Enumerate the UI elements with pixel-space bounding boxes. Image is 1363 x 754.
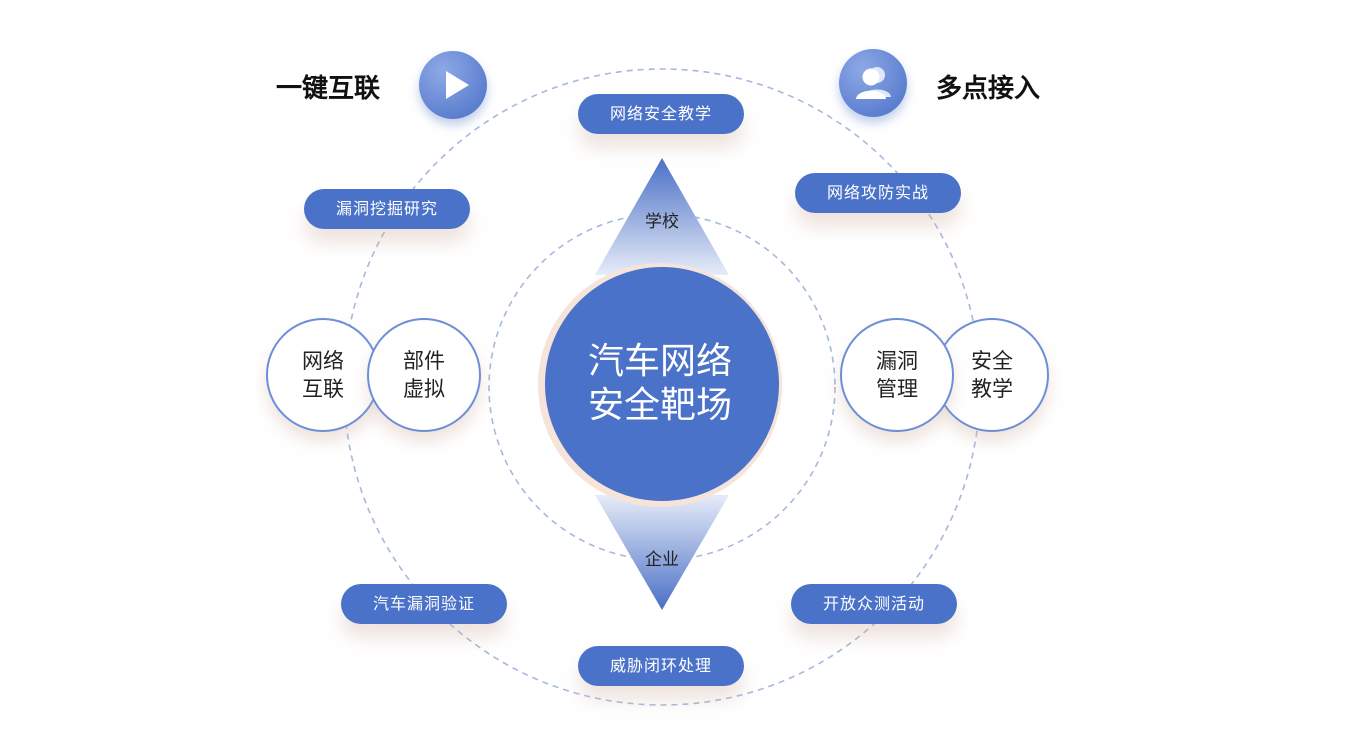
circle-vulnerability-management: 漏洞 管理 [840, 318, 954, 432]
pill-vehicle-vulnerability-verification: 汽车漏洞验证 [341, 584, 507, 624]
users-badge [839, 49, 907, 117]
top-triangle [595, 158, 729, 275]
headline-right: 多点接入 [936, 74, 1041, 104]
play-icon [446, 71, 469, 99]
top-triangle-label: 学校 [645, 212, 679, 232]
circle-component-virtual-label: 部件 虚拟 [403, 349, 445, 401]
circle-network-interconnect: 网络 互联 [266, 318, 380, 432]
center-circle [545, 267, 779, 501]
headline-left: 一键互联 [276, 74, 381, 104]
circle-component-virtual: 部件 虚拟 [367, 318, 481, 432]
play-badge [419, 51, 487, 119]
pill-network-security-teaching: 网络安全教学 [578, 94, 744, 134]
circle-security-teaching: 安全 教学 [935, 318, 1049, 432]
circle-vulnerability-management-label: 漏洞 管理 [876, 349, 918, 401]
pill-open-crowdtesting: 开放众测活动 [791, 584, 957, 624]
pill-vulnerability-research: 漏洞挖掘研究 [304, 189, 470, 229]
center-title: 汽车网络 安全靶场 [587, 341, 732, 426]
bottom-triangle-label: 企业 [645, 550, 679, 570]
users-icon [856, 67, 891, 99]
bottom-triangle [595, 495, 729, 610]
pill-attack-defense: 网络攻防实战 [795, 173, 961, 213]
circle-network-interconnect-label: 网络 互联 [302, 349, 344, 401]
pill-threat-closed-loop: 威胁闭环处理 [578, 646, 744, 686]
circle-security-teaching-label: 安全 教学 [971, 349, 1013, 401]
